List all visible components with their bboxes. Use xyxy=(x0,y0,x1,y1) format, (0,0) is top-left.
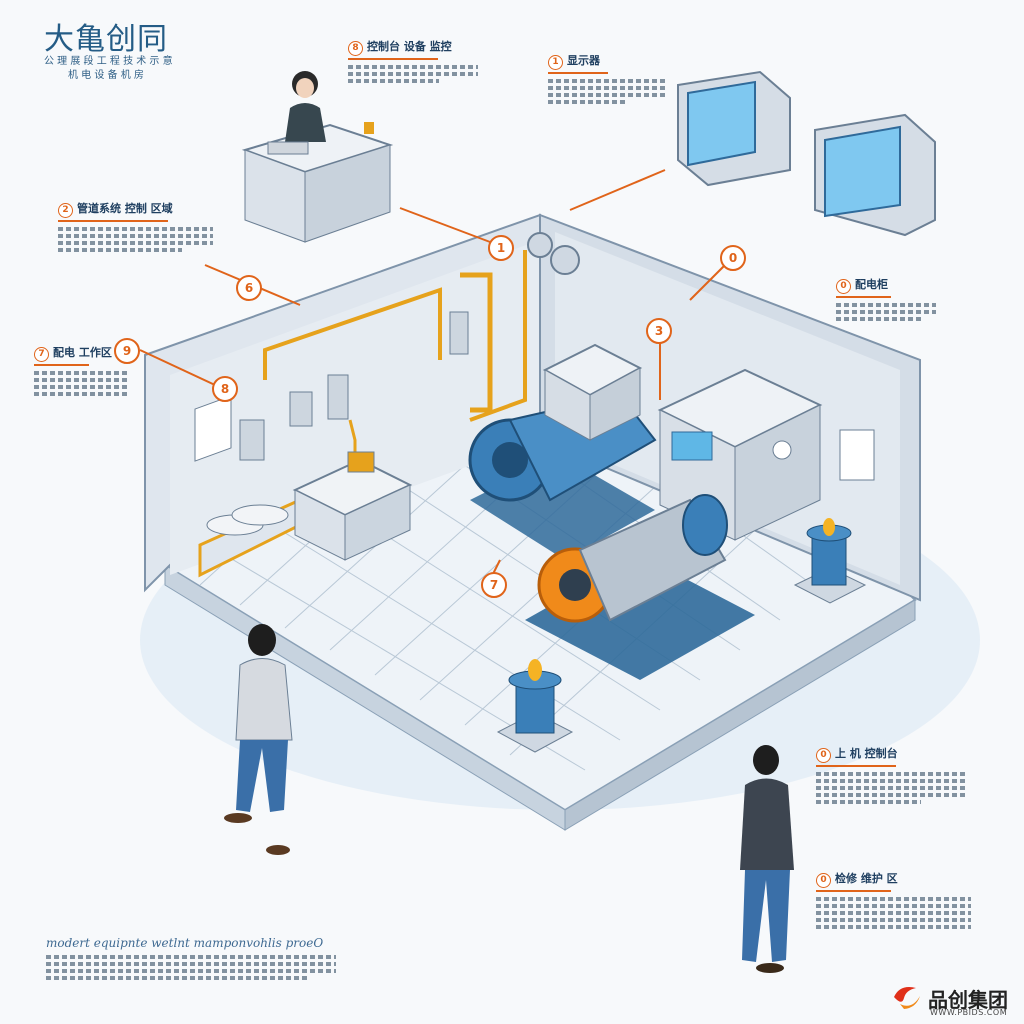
callout-6-number: 0 xyxy=(816,748,831,763)
footer-text xyxy=(46,952,336,983)
callout-2-number: 1 xyxy=(548,55,563,70)
brand-logo-icon xyxy=(894,987,920,1009)
callout-1-number: 8 xyxy=(348,41,363,56)
page-subtitle: 公 理 展 段 工 程 技 术 示 意 xyxy=(44,56,173,67)
callout-3-number: 2 xyxy=(58,203,73,218)
operator-console xyxy=(241,71,394,243)
callout-1: 8 控制台 设备 监控 xyxy=(348,38,478,86)
callout-3: 2 管道系统 控制 区域 xyxy=(58,200,213,255)
callout-4: 0 配电柜 xyxy=(836,276,936,324)
engineer-figure-left xyxy=(224,624,293,855)
callout-2: 1 显示器 xyxy=(548,52,666,107)
callout-6-label: 上 机 控制台 xyxy=(835,747,898,760)
callout-7: 0 检修 维护 区 xyxy=(816,870,971,932)
monitor-1 xyxy=(677,70,791,187)
monitor-2 xyxy=(814,113,936,237)
marker-3: 3 xyxy=(646,318,672,344)
footer-title: modert equipnte wetlnt mamponvohlis proe… xyxy=(46,936,324,950)
callout-4-number: 0 xyxy=(836,279,851,294)
brand-url: WWW.PBIDS.COM xyxy=(930,1008,1008,1017)
callout-7-label: 检修 维护 区 xyxy=(835,872,898,885)
callout-2-label: 显示器 xyxy=(567,54,600,67)
callout-1-label: 控制台 设备 监控 xyxy=(367,40,452,53)
burner-pedestal-front xyxy=(496,659,574,753)
engineer-figure-right xyxy=(740,745,794,973)
marker-1: 1 xyxy=(488,235,514,261)
callout-5-number: 7 xyxy=(34,347,49,362)
callout-5: 7 配电 工作区 xyxy=(34,344,129,399)
page-subtitle-2: 机 电 设 备 机 房 xyxy=(68,70,144,81)
marker-6: 6 xyxy=(236,275,262,301)
callout-6: 0 上 机 控制台 xyxy=(816,745,966,807)
marker-7: 7 xyxy=(481,572,507,598)
callout-4-label: 配电柜 xyxy=(855,278,888,291)
page-title: 大亀创同 xyxy=(44,22,168,57)
marker-8: 8 xyxy=(212,376,238,402)
brand-name: 品创集团 xyxy=(928,988,1008,1012)
callout-5-label: 配电 工作区 xyxy=(53,346,112,359)
marker-9: 9 xyxy=(114,338,140,364)
marker-0: 0 xyxy=(720,245,746,271)
burner-pedestal-right xyxy=(793,518,867,604)
callout-7-number: 0 xyxy=(816,873,831,888)
callout-3-label: 管道系统 控制 区域 xyxy=(77,202,173,215)
